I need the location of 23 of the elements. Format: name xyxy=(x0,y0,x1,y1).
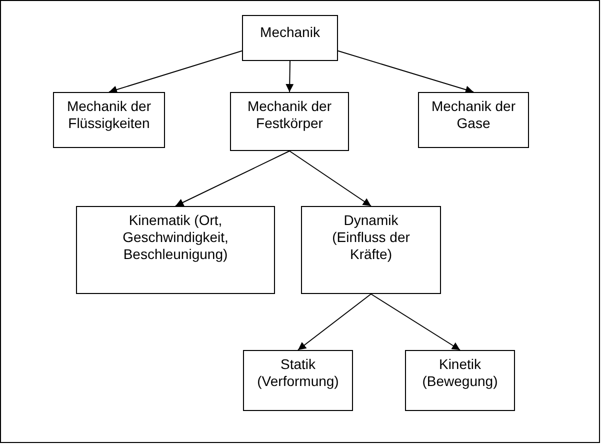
arrow xyxy=(298,294,372,350)
arrow xyxy=(108,50,242,94)
topic-box xyxy=(301,206,441,294)
topic-box xyxy=(53,92,165,148)
topic-label: Mechanik der Flüssigkeiten xyxy=(66,98,152,132)
arrow xyxy=(289,150,372,206)
arrow xyxy=(286,60,294,92)
topic-label: Statik (Verformung) xyxy=(256,356,340,390)
arrow xyxy=(338,50,474,94)
topic-box xyxy=(76,206,275,294)
topic-box xyxy=(230,92,349,151)
arrow xyxy=(370,294,460,350)
topic-box xyxy=(405,350,515,411)
topic-label: Mechanik der Festkörper xyxy=(246,98,333,132)
arrow xyxy=(175,150,290,206)
topic-label: Dynamik (Einfluss der Kräfte) xyxy=(331,212,411,263)
topic-box xyxy=(243,350,353,411)
topic-box xyxy=(418,92,529,148)
topic-label: Kinematik (Ort, Geschwindigkeit, Beschleunigung) xyxy=(122,212,230,263)
topic-label: Kinetik (Bewegung) xyxy=(421,356,499,390)
topic-label: Mechanik xyxy=(259,24,321,41)
topic-label: Mechanik der Gase xyxy=(430,98,517,132)
topic-box xyxy=(242,15,338,61)
